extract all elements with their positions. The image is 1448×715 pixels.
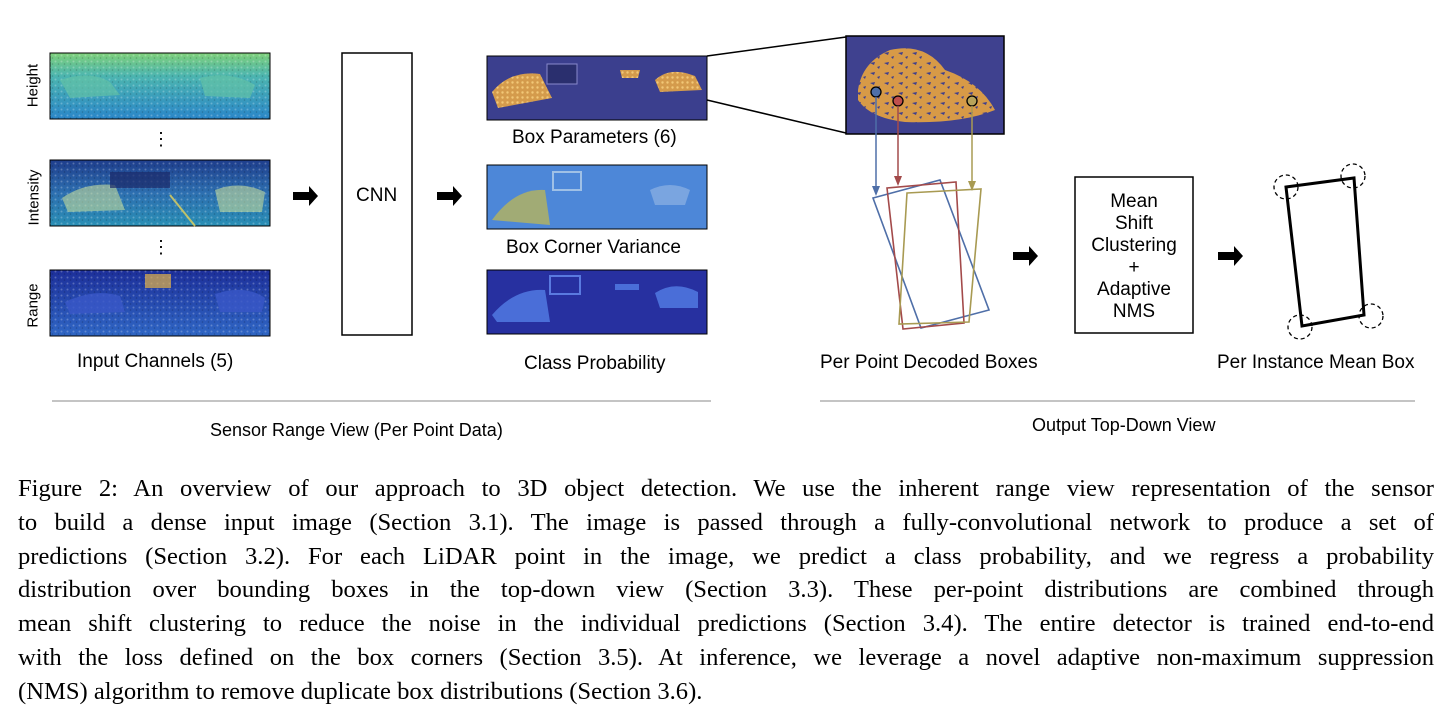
caption-line: Figure 2: An overview of our approach to… — [18, 475, 1434, 502]
mean-shift-line: Adaptive — [1097, 279, 1171, 300]
corner-circle-icon — [1287, 314, 1313, 340]
height-channel-image — [49, 52, 271, 120]
caption-line: with the loss defined on the box corners… — [18, 643, 1434, 671]
mean-shift-box — [1074, 176, 1194, 334]
arrow-right-icon — [437, 186, 462, 206]
caption-line: (NMS) algorithm to remove duplicate box … — [18, 677, 703, 705]
class-probability-image — [486, 269, 708, 335]
input-channels-caption: Input Channels (5) — [77, 351, 234, 372]
sensor-range-view-label: Sensor Range View (Per Point Data) — [210, 420, 503, 440]
figure-caption: Figure 2: An overview of our approach to… — [18, 472, 1434, 709]
decode-arrow-red — [894, 106, 902, 186]
arrow-right-icon — [293, 186, 318, 206]
height-axis-label: Height — [24, 63, 42, 108]
box-corner-variance-label: Box Corner Variance — [506, 237, 681, 258]
caption-line: mean shift clustering to reduce the nois… — [18, 610, 1434, 638]
caption-line: to build a dense input image (Section 3.… — [18, 508, 1434, 536]
intensity-axis-label: Intensity — [25, 169, 43, 226]
mean-shift-line: NMS — [1112, 301, 1156, 322]
mean-box-caption: Per Instance Mean Box — [1217, 352, 1415, 373]
caption-line: distribution over bounding boxes in the … — [18, 576, 1434, 604]
figure-diagram: Height Intensity Range ⋮ ⋮ Input Channel… — [24, 35, 1415, 440]
box-corner-variance-image — [486, 164, 708, 230]
decoded-boxes-caption: Per Point Decoded Boxes — [820, 352, 1038, 373]
range-channel-image — [49, 269, 271, 337]
zoom-line-bottom — [706, 99, 847, 134]
mean-shift-line: + — [1128, 257, 1140, 278]
zoom-line-top — [706, 36, 847, 57]
mean-box — [1284, 176, 1366, 328]
class-probability-label: Class Probability — [524, 353, 666, 374]
mean-shift-line: Shift — [1114, 213, 1154, 234]
range-axis-label: Range — [24, 283, 42, 328]
arrow-right-icon — [1013, 246, 1038, 266]
box-parameters-label: Box Parameters (6) — [512, 127, 677, 148]
point-marker-icon — [966, 95, 978, 107]
cnn-box — [341, 52, 413, 336]
output-top-down-view-label: Output Top-Down View — [1032, 415, 1216, 435]
decoded-box-red — [886, 181, 965, 330]
mean-shift-line: Mean — [1110, 191, 1158, 212]
point-marker-icon — [870, 86, 882, 98]
intensity-channel-image — [49, 159, 271, 227]
decode-arrow-blue — [872, 97, 880, 196]
corner-circle-icon — [1358, 303, 1384, 329]
corner-circle-icon — [1340, 163, 1366, 189]
decoded-box-blue — [871, 179, 991, 329]
caption-line: predictions (Section 3.2). For each LiDA… — [18, 542, 1434, 570]
figure-svg — [49, 35, 1415, 402]
channel-separator: ⋮ — [152, 129, 170, 149]
mean-shift-label: Mean Shift Clustering + Adaptive NMS — [1075, 191, 1193, 323]
mean-shift-line: Clustering — [1091, 235, 1177, 256]
decode-arrow-olive — [968, 106, 976, 191]
box-parameters-image — [486, 55, 708, 121]
arrow-right-icon — [1218, 246, 1243, 266]
point-marker-icon — [892, 95, 904, 107]
corner-circle-icon — [1273, 174, 1299, 200]
channel-separator: ⋮ — [152, 237, 170, 257]
zoomed-car-image — [845, 35, 1005, 135]
cnn-label: CNN — [356, 185, 398, 206]
decoded-box-olive — [898, 188, 982, 325]
